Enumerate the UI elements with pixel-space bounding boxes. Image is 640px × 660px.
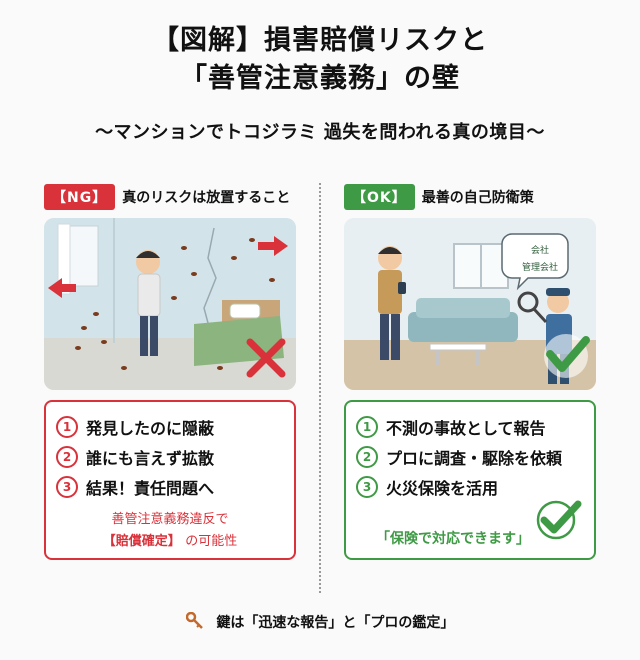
ng-warning-line-2: 【賠償確定】 の可能性	[46, 530, 294, 549]
ok-column: 【OK】 最善の自己防衛策 会社	[344, 184, 596, 560]
ok-item-3: 3 火災保険を活用	[356, 472, 584, 502]
ok-tag: 【OK】	[344, 184, 415, 210]
footer-text: 鍵は「迅速な報告」と「プロの鑑定」	[216, 615, 455, 631]
ok-list-box: 1 不測の事故として報告 2 プロに調査・駆除を依頼 3 火災保険を活用 「保険…	[344, 400, 596, 560]
title-line-2: 「善管注意義務」の壁	[180, 63, 460, 94]
ok-room-scene: 会社 管理会社	[344, 218, 596, 390]
spread-arrow-right	[258, 236, 288, 256]
ok-item-1-text: 不測の事故として報告	[386, 419, 546, 438]
page-title: 【図解】損害賠償リスクと 「善管注意義務」の壁	[0, 22, 640, 98]
ng-tag: 【NG】	[44, 184, 116, 210]
spread-arrow-left	[48, 278, 76, 298]
footer-message: 鍵は「迅速な報告」と「プロの鑑定」	[0, 611, 640, 634]
ng-item-1-number: 1	[56, 416, 78, 438]
page-subtitle: 〜マンションでトコジラミ 過失を問われる真の境目〜	[95, 122, 545, 143]
ng-item-2-number: 2	[56, 446, 78, 468]
ng-column: 【NG】 真のリスクは放置すること	[44, 184, 296, 560]
ok-item-3-text: 火災保険を活用	[386, 479, 499, 498]
ng-illustration	[44, 218, 296, 390]
ng-warning-line-1: 善管注意義務違反で	[111, 512, 229, 527]
ok-item-2-number: 2	[356, 446, 378, 468]
column-divider	[319, 183, 321, 593]
ok-item-2-text: プロに調査・駆除を依頼	[386, 449, 563, 468]
ng-item-3: 3 結果！責任問題へ	[56, 472, 284, 502]
key-icon	[185, 611, 204, 634]
green-check-icon	[544, 334, 590, 378]
ng-item-1-text: 発見したのに隠蔽	[86, 419, 215, 438]
ok-item-2: 2 プロに調査・駆除を依頼	[356, 442, 584, 472]
ng-warning-rest: の可能性	[185, 534, 238, 549]
ok-item-1: 1 不測の事故として報告	[356, 412, 584, 442]
ok-item-3-number: 3	[356, 476, 378, 498]
ng-warning-highlight: 【賠償確定】	[102, 534, 181, 549]
ng-header: 【NG】 真のリスクは放置すること	[44, 184, 296, 210]
ok-heading: 最善の自己防衛策	[421, 190, 534, 206]
ng-heading: 真のリスクは放置すること	[122, 190, 291, 206]
ok-illustration: 会社 管理会社	[344, 218, 596, 390]
ng-item-3-number: 3	[56, 476, 78, 498]
ng-item-1: 1 発見したのに隠蔽	[56, 412, 284, 442]
management-company-bubble: 会社 管理会社	[501, 233, 569, 291]
ok-item-1-number: 1	[356, 416, 378, 438]
title-line-1: 【図解】損害賠償リスクと	[152, 25, 488, 56]
bubble-bottom-text: 管理会社	[522, 261, 558, 273]
ok-closing-line: 「保険で対応できます」	[376, 531, 530, 547]
bubble-top-text: 会社	[531, 244, 549, 256]
ng-item-3-text: 結果！責任問題へ	[86, 479, 215, 498]
red-cross-icon	[246, 338, 286, 378]
ng-item-2: 2 誰にも言えず拡散	[56, 442, 284, 472]
ng-item-2-text: 誰にも言えず拡散	[86, 449, 215, 468]
ng-list-box: 1 発見したのに隠蔽 2 誰にも言えず拡散 3 結果！責任問題へ 善管注意義務違…	[44, 400, 296, 560]
green-check-icon	[536, 500, 582, 540]
ok-header: 【OK】 最善の自己防衛策	[344, 184, 596, 210]
ng-room-scene	[44, 218, 296, 390]
